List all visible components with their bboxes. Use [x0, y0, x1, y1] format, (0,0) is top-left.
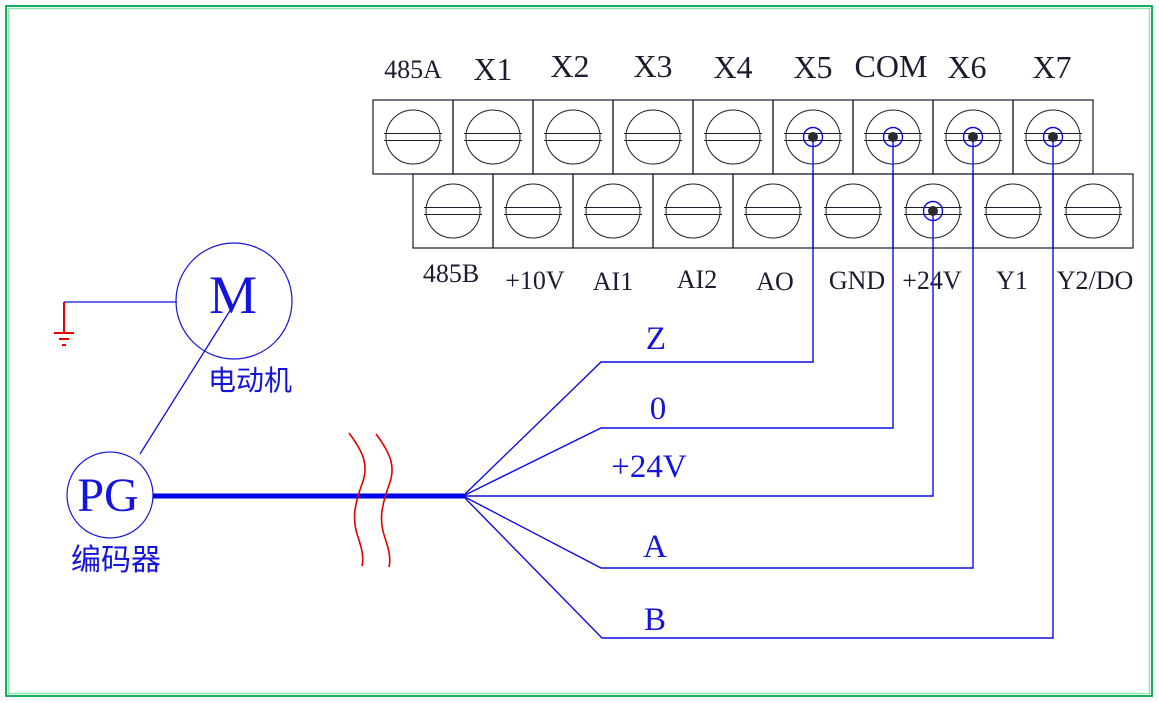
terminal-x4: X4: [692, 49, 774, 175]
wire-plus24v: [463, 211, 934, 497]
terminal-cell: [812, 173, 894, 249]
terminal-ai1: AI1: [572, 173, 654, 296]
wire-a: [462, 137, 974, 569]
screw-icon: [1065, 183, 1121, 239]
wire-label-z: Z: [646, 321, 666, 357]
screw-icon: [705, 109, 761, 165]
terminal-cell: [1052, 173, 1134, 249]
terminal-label: AI1: [593, 267, 633, 296]
screw-icon: [425, 183, 481, 239]
terminal-label: +10V: [505, 266, 565, 295]
terminal-label: X3: [633, 48, 672, 84]
terminal-485b: 485B: [412, 173, 494, 288]
screw-icon: [585, 183, 641, 239]
terminal-label: AI2: [677, 265, 717, 294]
terminal-y2-do: Y2/DO: [1052, 173, 1134, 295]
encoder-label: 编码器: [71, 544, 161, 577]
terminal-x3: X3: [612, 48, 694, 175]
terminal-ao: AO: [732, 173, 814, 296]
terminal-block-bottom-row: 485B +10V AI1 AI2 AO: [412, 173, 1134, 296]
terminal-label: X6: [947, 49, 986, 85]
ground-symbol: [54, 301, 177, 346]
terminal-x7: X7: [1012, 49, 1094, 175]
screw-icon: [745, 183, 801, 239]
terminal-label: Y1: [996, 266, 1028, 295]
terminal-cell: [652, 173, 734, 249]
cable-break-marks: [348, 432, 393, 568]
page-border-outer: [5, 5, 1153, 697]
terminal-label: GND: [829, 266, 885, 295]
terminal-cell: [572, 173, 654, 249]
terminal-label: +24V: [902, 266, 962, 295]
break-mark: [375, 433, 393, 568]
terminal-cell: [532, 99, 614, 175]
terminal-485a: 485A: [372, 55, 454, 175]
terminal-plus10v: +10V: [492, 173, 574, 295]
terminal-cell: [412, 173, 494, 249]
connection-dot-com: [882, 126, 904, 148]
motor-circle: [175, 242, 293, 360]
screw-icon: [985, 183, 1041, 239]
connection-dots: [802, 126, 1064, 222]
terminal-label: X5: [793, 49, 832, 85]
wire-label-b: B: [644, 602, 666, 638]
terminal-x2: X2: [532, 48, 614, 175]
screw-icon: [465, 109, 521, 165]
connection-dot-plus24v: [922, 200, 944, 222]
terminal-cell: [612, 99, 694, 175]
screw-icon: [625, 109, 681, 165]
terminal-cell: [732, 173, 814, 249]
wire-label-a: A: [643, 529, 667, 565]
terminal-label: X7: [1032, 49, 1071, 85]
terminal-label: X1: [473, 51, 512, 87]
encoder-symbol-group: PG 编码器: [66, 451, 161, 577]
terminal-cell: [692, 99, 774, 175]
break-mark: [348, 432, 366, 567]
terminal-cell: [372, 99, 454, 175]
motor-label: 电动机: [208, 365, 292, 397]
terminal-cell: [492, 173, 574, 249]
wire-label-0v: 0: [650, 391, 667, 427]
terminal-gnd: GND: [812, 173, 894, 295]
wire-0v: [462, 137, 894, 497]
terminal-label: X2: [550, 48, 589, 84]
terminal-ai2: AI2: [652, 173, 734, 294]
motor-symbol: M: [209, 265, 257, 325]
screw-icon: [385, 109, 441, 165]
terminal-x1: X1: [452, 51, 534, 175]
connection-dot-x7: [1042, 126, 1064, 148]
motor-symbol-group: M 电动机: [139, 242, 293, 455]
wire-label-plus24v: +24V: [611, 449, 687, 485]
terminal-cell: [972, 173, 1054, 249]
connection-dot-x5: [802, 126, 824, 148]
terminal-block-top-row: 485A X1 X2 X3 X4: [372, 48, 1094, 175]
signal-wires: [462, 137, 1054, 639]
encoder-symbol: PG: [77, 469, 138, 522]
terminal-plus24v: +24V: [892, 173, 974, 295]
terminal-label: 485A: [384, 55, 442, 84]
terminal-x6: X6: [932, 49, 1014, 175]
terminal-label: Y2/DO: [1057, 266, 1134, 295]
wire-b: [462, 137, 1054, 639]
shaft-link-line: [139, 308, 232, 455]
terminal-cell: [452, 99, 534, 175]
screw-icon: [505, 183, 561, 239]
wire-labels: Z 0 +24V A B: [611, 321, 687, 638]
terminal-label: AO: [756, 267, 794, 296]
connection-dot-x6: [962, 126, 984, 148]
screw-icon: [825, 183, 881, 239]
terminal-label: X4: [713, 49, 752, 85]
terminal-y1: Y1: [972, 173, 1054, 295]
screw-icon: [665, 183, 721, 239]
screw-icon: [545, 109, 601, 165]
terminal-label: 485B: [423, 259, 479, 288]
page-border-inner: [7, 7, 1151, 695]
wire-z: [462, 137, 814, 497]
terminal-label: COM: [855, 48, 928, 84]
